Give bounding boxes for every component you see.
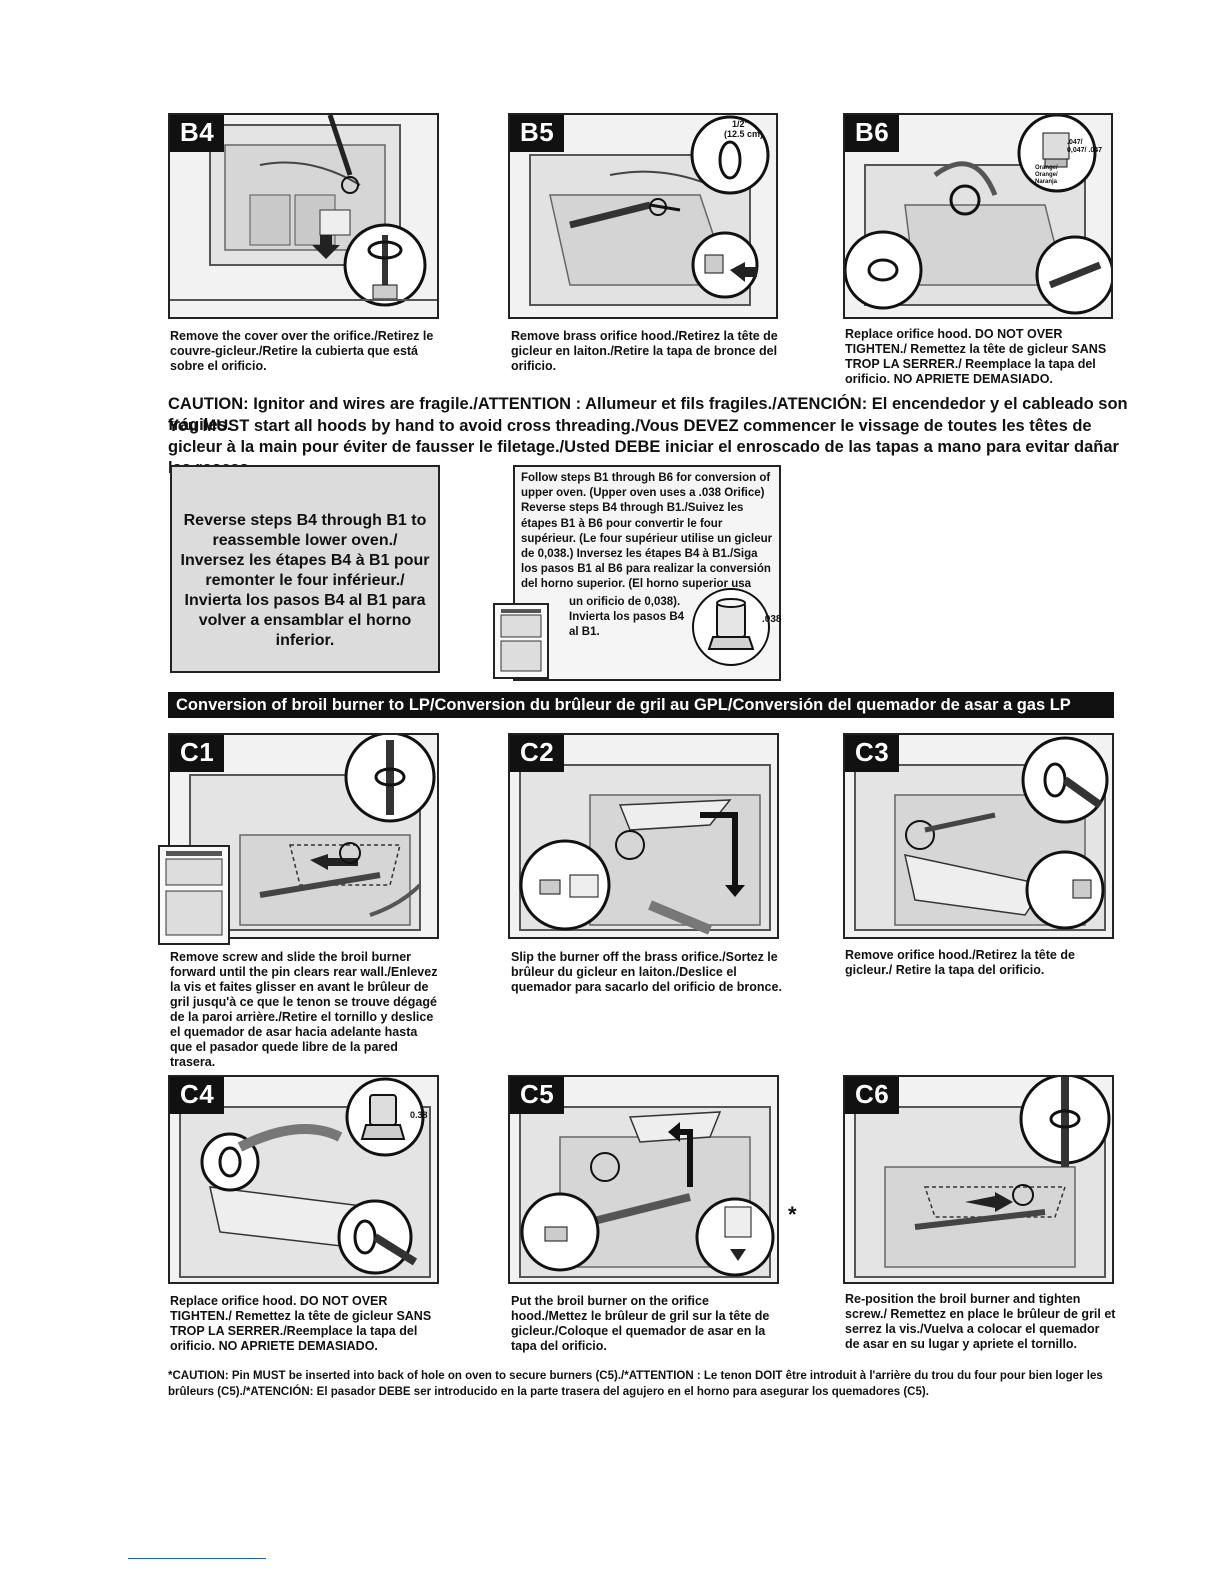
- step-c4-illustration: C4 0.38: [168, 1075, 439, 1284]
- step-c5-illustration: C5: [508, 1075, 779, 1284]
- step-c4-tag: C4: [170, 1077, 225, 1114]
- caution-fragile: CAUTION: Ignitor and wires are fragile./…: [168, 395, 1128, 434]
- broil-conversion-banner: Conversion of broil burner to LP/Convers…: [168, 692, 1114, 718]
- orifice-038-icon: [692, 588, 770, 666]
- step-c2-illustration: C2: [508, 733, 779, 939]
- upper-oven-box: Follow steps B1 through B6 for conversio…: [513, 465, 781, 681]
- step-c3-illustration: C3: [843, 733, 1114, 939]
- step-b6-tag: B6: [845, 115, 900, 152]
- reverse-steps-box: Reverse steps B4 through B1 to reassembl…: [170, 465, 440, 673]
- step-c1-tag: C1: [170, 735, 225, 772]
- step-c5-caption: Put the broil burner on the orifice hood…: [511, 1294, 770, 1353]
- step-b4-caption: Remove the cover over the orifice./Retir…: [170, 329, 434, 373]
- upper-oven-text: Follow steps B1 through B6 for conversio…: [521, 472, 773, 591]
- caution-start-by-hand: You MUST start all hoods by hand to avoi…: [168, 417, 1119, 477]
- upper-oven-orifice-label: .038: [762, 614, 782, 625]
- step-b4-illustration: B4: [168, 113, 439, 319]
- upper-oven-text-continued: un orificio de 0,038). Invierta los paso…: [569, 596, 685, 639]
- step-c2-caption: Slip the burner off the brass orifice./S…: [511, 950, 782, 994]
- asterisk-mark: *: [788, 1202, 797, 1227]
- step-b5-dim-inches: 1/2": [732, 119, 749, 129]
- step-c4-caption: Replace orifice hood. DO NOT OVER TIGHTE…: [170, 1294, 432, 1353]
- step-b5-dim-cm: (12.5 cm): [724, 129, 764, 139]
- range-thumbnail-icon: [493, 603, 549, 679]
- step-b5-illustration: B5 1/2" (12.5 cm): [508, 113, 778, 319]
- step-c6-illustration: C6: [843, 1075, 1114, 1284]
- page-footer-line: [128, 1558, 266, 1559]
- step-c3-tag: C3: [845, 735, 900, 772]
- step-c2-tag: C2: [510, 735, 565, 772]
- step-c1-caption: Remove screw and slide the broil burner …: [170, 950, 438, 1069]
- step-b5-tag: B5: [510, 115, 565, 152]
- step-b5-caption: Remove brass orifice hood./Retirez la tê…: [511, 329, 778, 373]
- step-b6-orifice-color: Orange/ Orange/ Naranja: [1035, 165, 1058, 185]
- step-b6-orifice-size: .047/ 0,047/ .047: [1067, 139, 1103, 154]
- step-b4-tag: B4: [170, 115, 225, 152]
- step-c4-orifice-size: 0.38: [410, 1110, 428, 1120]
- step-c5-tag: C5: [510, 1077, 565, 1114]
- step-b6-illustration: B6 .047/ 0,047/ .047 Orange/ Orange/ Nar…: [843, 113, 1113, 319]
- step-c1-illustration: C1: [168, 733, 439, 939]
- step-c3-caption: Remove orifice hood./Retirez la tête de …: [845, 948, 1075, 977]
- pin-caution-footnote: *CAUTION: Pin MUST be inserted into back…: [168, 1370, 1103, 1398]
- step-b6-caption: Replace orifice hood. DO NOT OVER TIGHTE…: [845, 327, 1107, 386]
- step-c6-tag: C6: [845, 1077, 900, 1114]
- reverse-steps-text: Reverse steps B4 through B1 to reassembl…: [180, 512, 430, 649]
- range-thumbnail-c1-icon: [158, 845, 230, 945]
- step-c6-caption: Re-position the broil burner and tighten…: [845, 1292, 1116, 1351]
